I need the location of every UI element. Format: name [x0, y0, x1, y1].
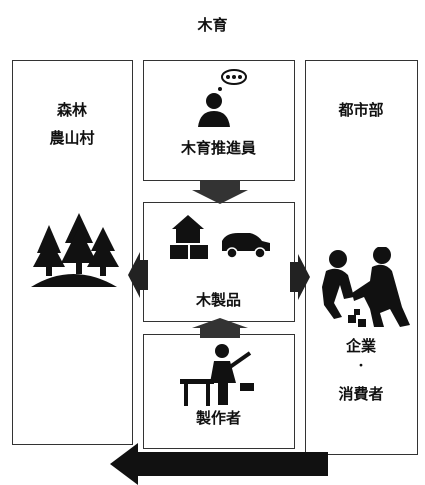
city-panel: 都市部 企業 ・ 消費者	[305, 60, 418, 455]
diagram-title: 木育	[197, 16, 228, 34]
separator-dot: ・	[355, 359, 367, 372]
promoter-box: 木育推進員	[143, 60, 295, 181]
craftsman-icon	[180, 344, 254, 406]
company-label: 企業	[345, 337, 376, 355]
wood-toys-icon	[170, 215, 270, 259]
promoter-label: 木育推進員	[180, 139, 256, 157]
city-label: 都市部	[338, 101, 384, 119]
wood-products-label: 木製品	[195, 291, 241, 309]
maker-label: 製作者	[195, 409, 241, 427]
wood-products-box: 木製品	[143, 202, 295, 322]
consumer-label: 消費者	[338, 385, 384, 403]
promoter-person-icon	[198, 69, 247, 127]
village-label: 農山村	[49, 129, 95, 147]
return-arrow-icon	[110, 443, 328, 485]
forest-label: 森林	[56, 101, 87, 119]
arrow-down-icon	[192, 180, 248, 204]
forest-icon	[31, 213, 119, 287]
people-playing-icon	[322, 247, 410, 327]
arrow-right-icon	[290, 254, 310, 300]
maker-box: 製作者	[143, 334, 295, 449]
arrow-up-icon	[192, 318, 248, 338]
forest-village-panel: 森林 農山村	[12, 60, 133, 445]
arrow-left-icon	[128, 252, 148, 298]
